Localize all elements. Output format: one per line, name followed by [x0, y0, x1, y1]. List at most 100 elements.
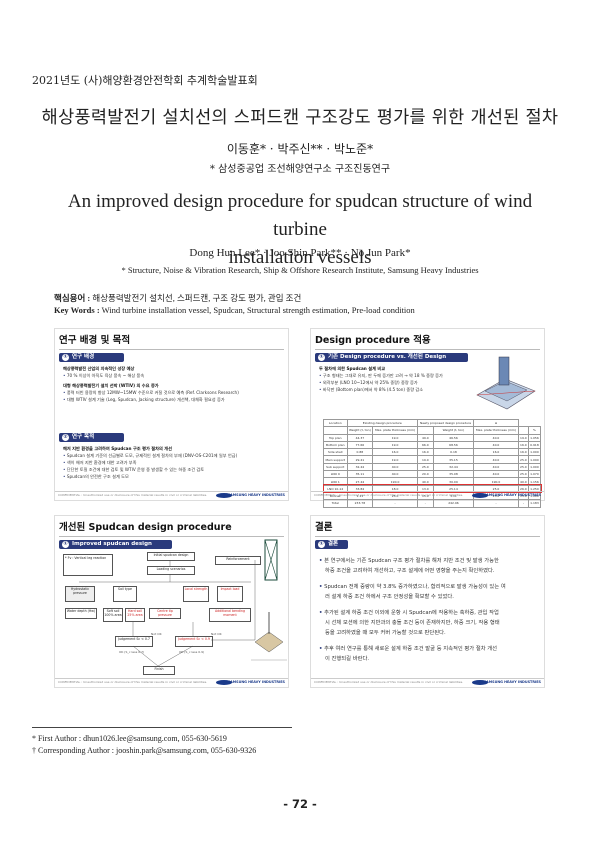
- flow-node: Centre tip pressure: [149, 608, 181, 619]
- table-cell: [323, 426, 348, 435]
- english-keywords: Key Words : Wind turbine installation ve…: [54, 305, 415, 315]
- flow-formula-note: * Fv : Vertical leg reaction: [63, 554, 113, 576]
- table-cell: 16.0: [372, 448, 418, 457]
- flow-node: Loading scenarios: [147, 566, 195, 575]
- conclusion-line: 이 진행되길 바란다.: [325, 656, 370, 662]
- bullet: 바닥판 (Bottom plan)에서 약 8% (4.5 ton) 중량 감소: [322, 387, 424, 392]
- table-cell: 0.918: [527, 440, 542, 450]
- table-header-cell: Existing design procedure: [346, 418, 418, 428]
- table-cell: LNO 9: [323, 470, 348, 479]
- conclusion-line: 러 설계 하중 조건 하에서 구조 안정성을 확보할 수 있었다.: [325, 594, 454, 600]
- bullet: Spudcan 설계 기준의 선급별로 도모, 규제적인 설계 절차의 부재 (…: [66, 453, 238, 458]
- table-cell: 1.000: [527, 462, 542, 472]
- conclusion-line: 본 연구에서는 기존 Spudcan 구조 평가 절차를 해저 지반 조건 및 …: [324, 558, 499, 564]
- page-number: - 72 -: [283, 797, 317, 811]
- table-cell: Main support: [323, 455, 348, 464]
- table-cell: 16.0: [416, 448, 434, 457]
- flow-judgement: Judgement Sc < 0.9: [175, 636, 213, 647]
- table-subheader-cell: %: [527, 426, 542, 435]
- table-cell: 20.0: [416, 470, 434, 479]
- table-cell: 40.0: [473, 440, 519, 450]
- conclusion-line: 시 선체 모션에 의한 지반과의 충돌 조건 등이 존재하지만, 하중 크기, …: [325, 620, 500, 626]
- table-cell: 40.0: [517, 477, 529, 486]
- korean-keywords-label: 핵심용어 :: [54, 293, 91, 303]
- section-bar-label: Improved spudcan design procedure: [62, 541, 152, 556]
- table-cell: 1.090: [527, 455, 542, 464]
- table-cell: LNO 1: [323, 477, 348, 486]
- table-subheader-row: Weight (t, ton) Max. plate thickness (mm)…: [323, 426, 542, 435]
- table-subheader-cell: Weight (t, ton): [346, 426, 374, 435]
- spudcan-sketch-icon: [251, 612, 287, 661]
- divider: [315, 349, 540, 350]
- table-cell: [517, 426, 529, 435]
- table-cell: -: [416, 499, 434, 508]
- panel-footer: CONFIDENTIAL : Unauthorized use or discl…: [55, 678, 288, 687]
- section-number: ①: [318, 354, 325, 361]
- table-cell: Total: [323, 499, 348, 508]
- table-cell: 19.0: [372, 440, 418, 450]
- table-subheader-cell: Max. plate thickness (mm): [473, 426, 519, 435]
- brand-name: SAMSUNG HEAVY INDUSTRIES: [227, 680, 285, 684]
- table-cell: 1.183: [527, 499, 542, 508]
- flow-node: Hydrostatic pressure: [65, 586, 95, 602]
- table-cell: 19.0: [416, 455, 434, 464]
- table-cell: 44.37: [346, 433, 374, 442]
- bullet: 대형 WTIV 설계 기술 (Leg, Spudcan, Jacking str…: [66, 397, 225, 402]
- flow-yes-label: OK (S_c less 0.7): [119, 650, 145, 654]
- flow-no-label: Not OK: [151, 632, 162, 636]
- section-bar-label: 연구 배경: [72, 354, 95, 360]
- panel-footer: CONFIDENTIAL : Unauthorized use or discl…: [55, 491, 288, 500]
- brand-name: SAMSUNG HEAVY INDUSTRIES: [483, 493, 541, 497]
- brand-name: SAMSUNG HEAVY INDUSTRIES: [483, 680, 541, 684]
- flow-node: Finish: [143, 666, 175, 675]
- heading: 대형 해상풍력발전기 설치 선박 (WTIV) 의 수요 증가: [63, 383, 159, 388]
- table-cell: 16.0: [473, 448, 519, 457]
- table-cell: 25.0: [517, 462, 529, 472]
- panel-title: 결론: [315, 522, 333, 533]
- spudcan-3d-model-icon: [476, 356, 536, 410]
- bullet: Spudcan의 안전한 구조 설계 도모: [66, 474, 129, 479]
- table-cell: -: [473, 499, 519, 508]
- english-title-line2: installation vessels: [228, 247, 372, 268]
- table-cell: 1.056: [527, 433, 542, 442]
- table-header-cell: Location: [323, 418, 348, 428]
- bullet: 단단한 토질 조건에 대한 검토 및 WTIV 운영 중 발생할 수 있는 하중…: [66, 467, 205, 472]
- table-cell: 40.0: [473, 462, 519, 472]
- brand-name: SAMSUNG HEAVY INDUSTRIES: [227, 493, 285, 497]
- bullet: 외곽부분 (LNO 10~12에서 약 25% 중량) 중량 증가: [322, 380, 418, 385]
- flow-node: Hard soil 25% area: [125, 608, 145, 622]
- divider: [59, 536, 284, 537]
- panel-title: 개선된 Spudcan design procedure: [59, 522, 232, 533]
- english-affiliation: * Structure, Noise & Vibration Research,…: [121, 265, 479, 275]
- table-cell: 25.0: [517, 455, 529, 464]
- conclusion-line: 등을 고려하였을 때 모두 커버 가능할 것으로 판단된다.: [325, 630, 446, 636]
- table-cell: 25.0: [416, 462, 434, 472]
- table-cell: Top plan: [323, 433, 348, 442]
- heading: 해저 지반 환경을 고려하여 Spudcan 구조 평가 절차의 개선: [63, 446, 172, 451]
- flow-node: Local strength: [183, 586, 209, 602]
- flow-node: Additional bending moment: [209, 608, 251, 622]
- flow-node: Soil type: [113, 586, 137, 602]
- table-cell: 32.44: [346, 462, 374, 472]
- table-cell: 19.0: [372, 455, 418, 464]
- table-cell: 0.88: [346, 448, 374, 457]
- footnote-first-author: * First Author : dhun1026.lee@samsung.co…: [32, 734, 227, 743]
- table-cell: 68.56: [432, 440, 475, 450]
- heading: 해상풍력발전 산업의 지속적인 성장 예상: [63, 366, 135, 371]
- table-cell: 40.0: [473, 470, 519, 479]
- footnote-rule: [32, 727, 292, 728]
- comparison-text: 두 절차에 의한 Spudcan 설계 비교 • 구조 형태는 그대로 유지, …: [319, 366, 443, 392]
- table-cell: 29.41: [346, 455, 374, 464]
- table-cell: 1.000: [527, 491, 542, 501]
- flow-judgement: Judgement Sc < 0.7: [115, 636, 153, 647]
- table-cell: [416, 426, 434, 435]
- background-text: 해상풍력발전 산업의 지속적인 성장 예상 • 70 % 이상이 아직도 육상 …: [63, 366, 239, 402]
- table-cell: 40.0: [372, 470, 418, 479]
